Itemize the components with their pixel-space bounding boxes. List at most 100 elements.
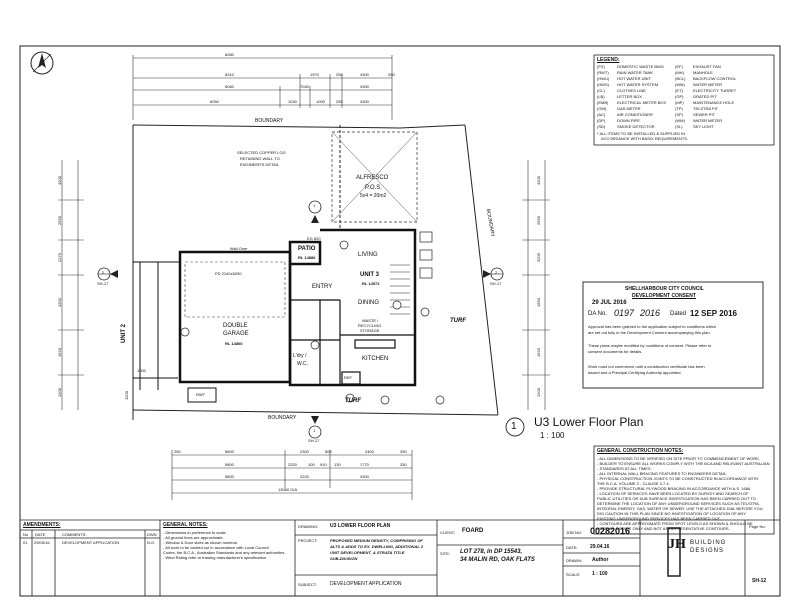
amend-header-date: DATE bbox=[35, 532, 46, 537]
waste-storage: WASTE / bbox=[362, 318, 379, 323]
room-living: LIVING bbox=[358, 252, 378, 258]
legend-code: (RWT) bbox=[597, 70, 609, 75]
legend-item: EXHAUST FAN bbox=[693, 64, 721, 69]
stamp-text: Work must not commence until a construct… bbox=[588, 364, 705, 369]
dim-bottom: 100 bbox=[308, 462, 315, 467]
job-label: JOB NO: bbox=[566, 530, 583, 535]
wall-over-note: Wall Over bbox=[230, 246, 248, 251]
dim-bottom: 2220 bbox=[300, 474, 309, 479]
construction-note: THE B.C.A. VOLUME 2 - CLAUSE 3.7.4. bbox=[597, 481, 670, 486]
section-number: 1 bbox=[313, 428, 316, 433]
construction-note: - PROVIDE STRUCTURAL PLYWOOD BRACING IN … bbox=[597, 486, 752, 491]
general-notes-list: - Dimensions in preference to scale. - A… bbox=[163, 530, 286, 560]
dim-bottom: 910 bbox=[320, 462, 327, 467]
stamp-council: SHELLHARBOUR CITY COUNCIL bbox=[625, 286, 704, 292]
dim-top: 4300 bbox=[360, 84, 369, 89]
dim-bottom: 2320 bbox=[288, 462, 297, 467]
room-wc: W.C. bbox=[297, 361, 308, 367]
construction-note: PUBLIC UTILITIES OR SUB SURFACE INVESTIG… bbox=[597, 496, 756, 501]
construction-note: - ALL INTERNAL WALL BRACING FEATURES TO … bbox=[597, 471, 728, 476]
general-notes-title: GENERAL NOTES: bbox=[163, 522, 208, 528]
dim-top: 8310 bbox=[225, 72, 234, 77]
dim-bottom: 130 bbox=[334, 462, 341, 467]
unit-3-level: RL 14972 bbox=[362, 281, 380, 286]
pd-note: PD 2140x5290 bbox=[215, 271, 242, 276]
dim-top: 8280 bbox=[225, 52, 234, 57]
drawing-label: DRAWING: bbox=[298, 524, 319, 529]
dim-top: 4300 bbox=[360, 72, 369, 77]
site-label: SITE: bbox=[440, 551, 451, 556]
subject-value: DEVELOPMENT APPLICATION bbox=[330, 581, 402, 587]
construction-note: DETERMINE THE LOCATION OF ANY UNDERGROUN… bbox=[597, 501, 760, 506]
dim-1000: 1000 bbox=[137, 368, 146, 373]
dim-bottom: 4300 bbox=[360, 474, 369, 479]
general-note: - Wind Rating refer to framing manufactu… bbox=[163, 555, 268, 560]
legend-code: (AC) bbox=[597, 112, 606, 117]
dim-top: 250 bbox=[388, 72, 395, 77]
amend-comment: DEVELOPMENT APPLICATION bbox=[62, 540, 120, 545]
legend-code: (WM) bbox=[675, 82, 685, 87]
legend-item: SEWER PIT bbox=[693, 112, 716, 117]
north-arrow-icon bbox=[30, 51, 54, 75]
room-garage: GARAGE bbox=[223, 331, 249, 337]
legend-item: WATER METER bbox=[693, 118, 723, 123]
stamp-da-year: 2016 bbox=[640, 308, 661, 318]
dim-bottom: 2300 bbox=[300, 449, 309, 454]
legend-table: (FS) DOMESTIC WASTE BINS (EF) EXHAUST FA… bbox=[597, 64, 753, 129]
dim-left: 4200 bbox=[56, 176, 62, 185]
dim-right: 1550 bbox=[535, 298, 541, 307]
drawn-label: DRAWN: bbox=[566, 558, 583, 563]
construction-note: - STANDARDS AT ALL TIMES. bbox=[597, 466, 652, 471]
legend-code: (WM) bbox=[675, 118, 685, 123]
section-number: 2 bbox=[102, 270, 105, 275]
retaining-wall-note: SELECTED COPPER LOG bbox=[237, 150, 286, 155]
construction-note: USED AS A GUIDE ONLY AND NOT AS REPRESEN… bbox=[597, 526, 730, 531]
legend-code: (GM) bbox=[597, 106, 607, 111]
construction-notes-list: - ALL DIMENSIONS TO BE VERIFIED ON SITE … bbox=[597, 456, 770, 531]
project-line: SUB-DIVISION bbox=[330, 556, 358, 561]
legend-item: AIR CONDITIONER bbox=[617, 112, 653, 117]
dim-right: 1520 bbox=[535, 348, 541, 357]
turf-label: TURF bbox=[450, 318, 466, 324]
pos-area: 5x4 = 20m2 bbox=[360, 193, 387, 199]
page-number: SH-12 bbox=[752, 578, 767, 584]
date-value: 29.04.16 bbox=[590, 544, 610, 550]
legend-code: (SP) bbox=[675, 112, 683, 117]
construction-note: - BUILDER TO ENSURE ALL WORKS COMPLY WIT… bbox=[597, 461, 770, 466]
room-entry: ENTRY bbox=[312, 284, 333, 290]
legend-item: SMOKE DETECTOR bbox=[617, 124, 655, 129]
dim-top: 7040 bbox=[300, 84, 309, 89]
dim-left: 4200 bbox=[56, 298, 62, 307]
dim-top: 1970 bbox=[310, 72, 319, 77]
amend-date: 29/05/16 bbox=[34, 540, 50, 545]
garage-level: RL 14800 bbox=[225, 341, 243, 346]
stamp-date-received: 29 JUL 2016 bbox=[592, 300, 627, 306]
construction-note: - CONTOURS ARE APPROXIMATE FROM SPOT LEV… bbox=[597, 521, 753, 526]
retaining-wall-note: ENGINEER'S DETAIL bbox=[240, 162, 280, 167]
scale-value: 1 : 100 bbox=[592, 571, 608, 577]
legend-code: (MH) bbox=[675, 70, 684, 75]
rwt-label: RWT bbox=[196, 392, 206, 397]
amendments-title: AMENDMENTS: bbox=[23, 522, 61, 528]
legend-item: WATER METER bbox=[693, 82, 723, 87]
client-label: CLIENT: bbox=[440, 530, 455, 535]
stamp-da-number: 0197 bbox=[614, 308, 635, 318]
company-name: DESIGNS bbox=[690, 548, 725, 554]
legend-note: * ALL ITEMS TO BE INSTALLED & SUPPLIED I… bbox=[597, 131, 686, 136]
dim-left: 2550 bbox=[56, 216, 62, 225]
job-number: 00282016 bbox=[590, 526, 631, 536]
room-dining: DINING bbox=[358, 300, 379, 306]
stamp-dated-label: Dated bbox=[670, 311, 687, 317]
subject-label: SUBJECT: bbox=[298, 582, 317, 587]
construction-note: - ALL DIMENSIONS TO BE VERIFIED ON SITE … bbox=[597, 456, 761, 461]
project-label: PROJECT: bbox=[298, 538, 318, 543]
dim-top: 1040 bbox=[288, 99, 297, 104]
ref-label: REF bbox=[344, 375, 352, 380]
section-number: 2 bbox=[495, 270, 498, 275]
legend-item: ELECTRICITY TURRET bbox=[693, 88, 737, 93]
general-note: - Window & Door sizes as shown nominal. bbox=[163, 540, 238, 545]
site-line: LOT 278, in DP 15543, bbox=[460, 549, 523, 555]
plan-title: U3 Lower Floor Plan bbox=[534, 415, 644, 429]
